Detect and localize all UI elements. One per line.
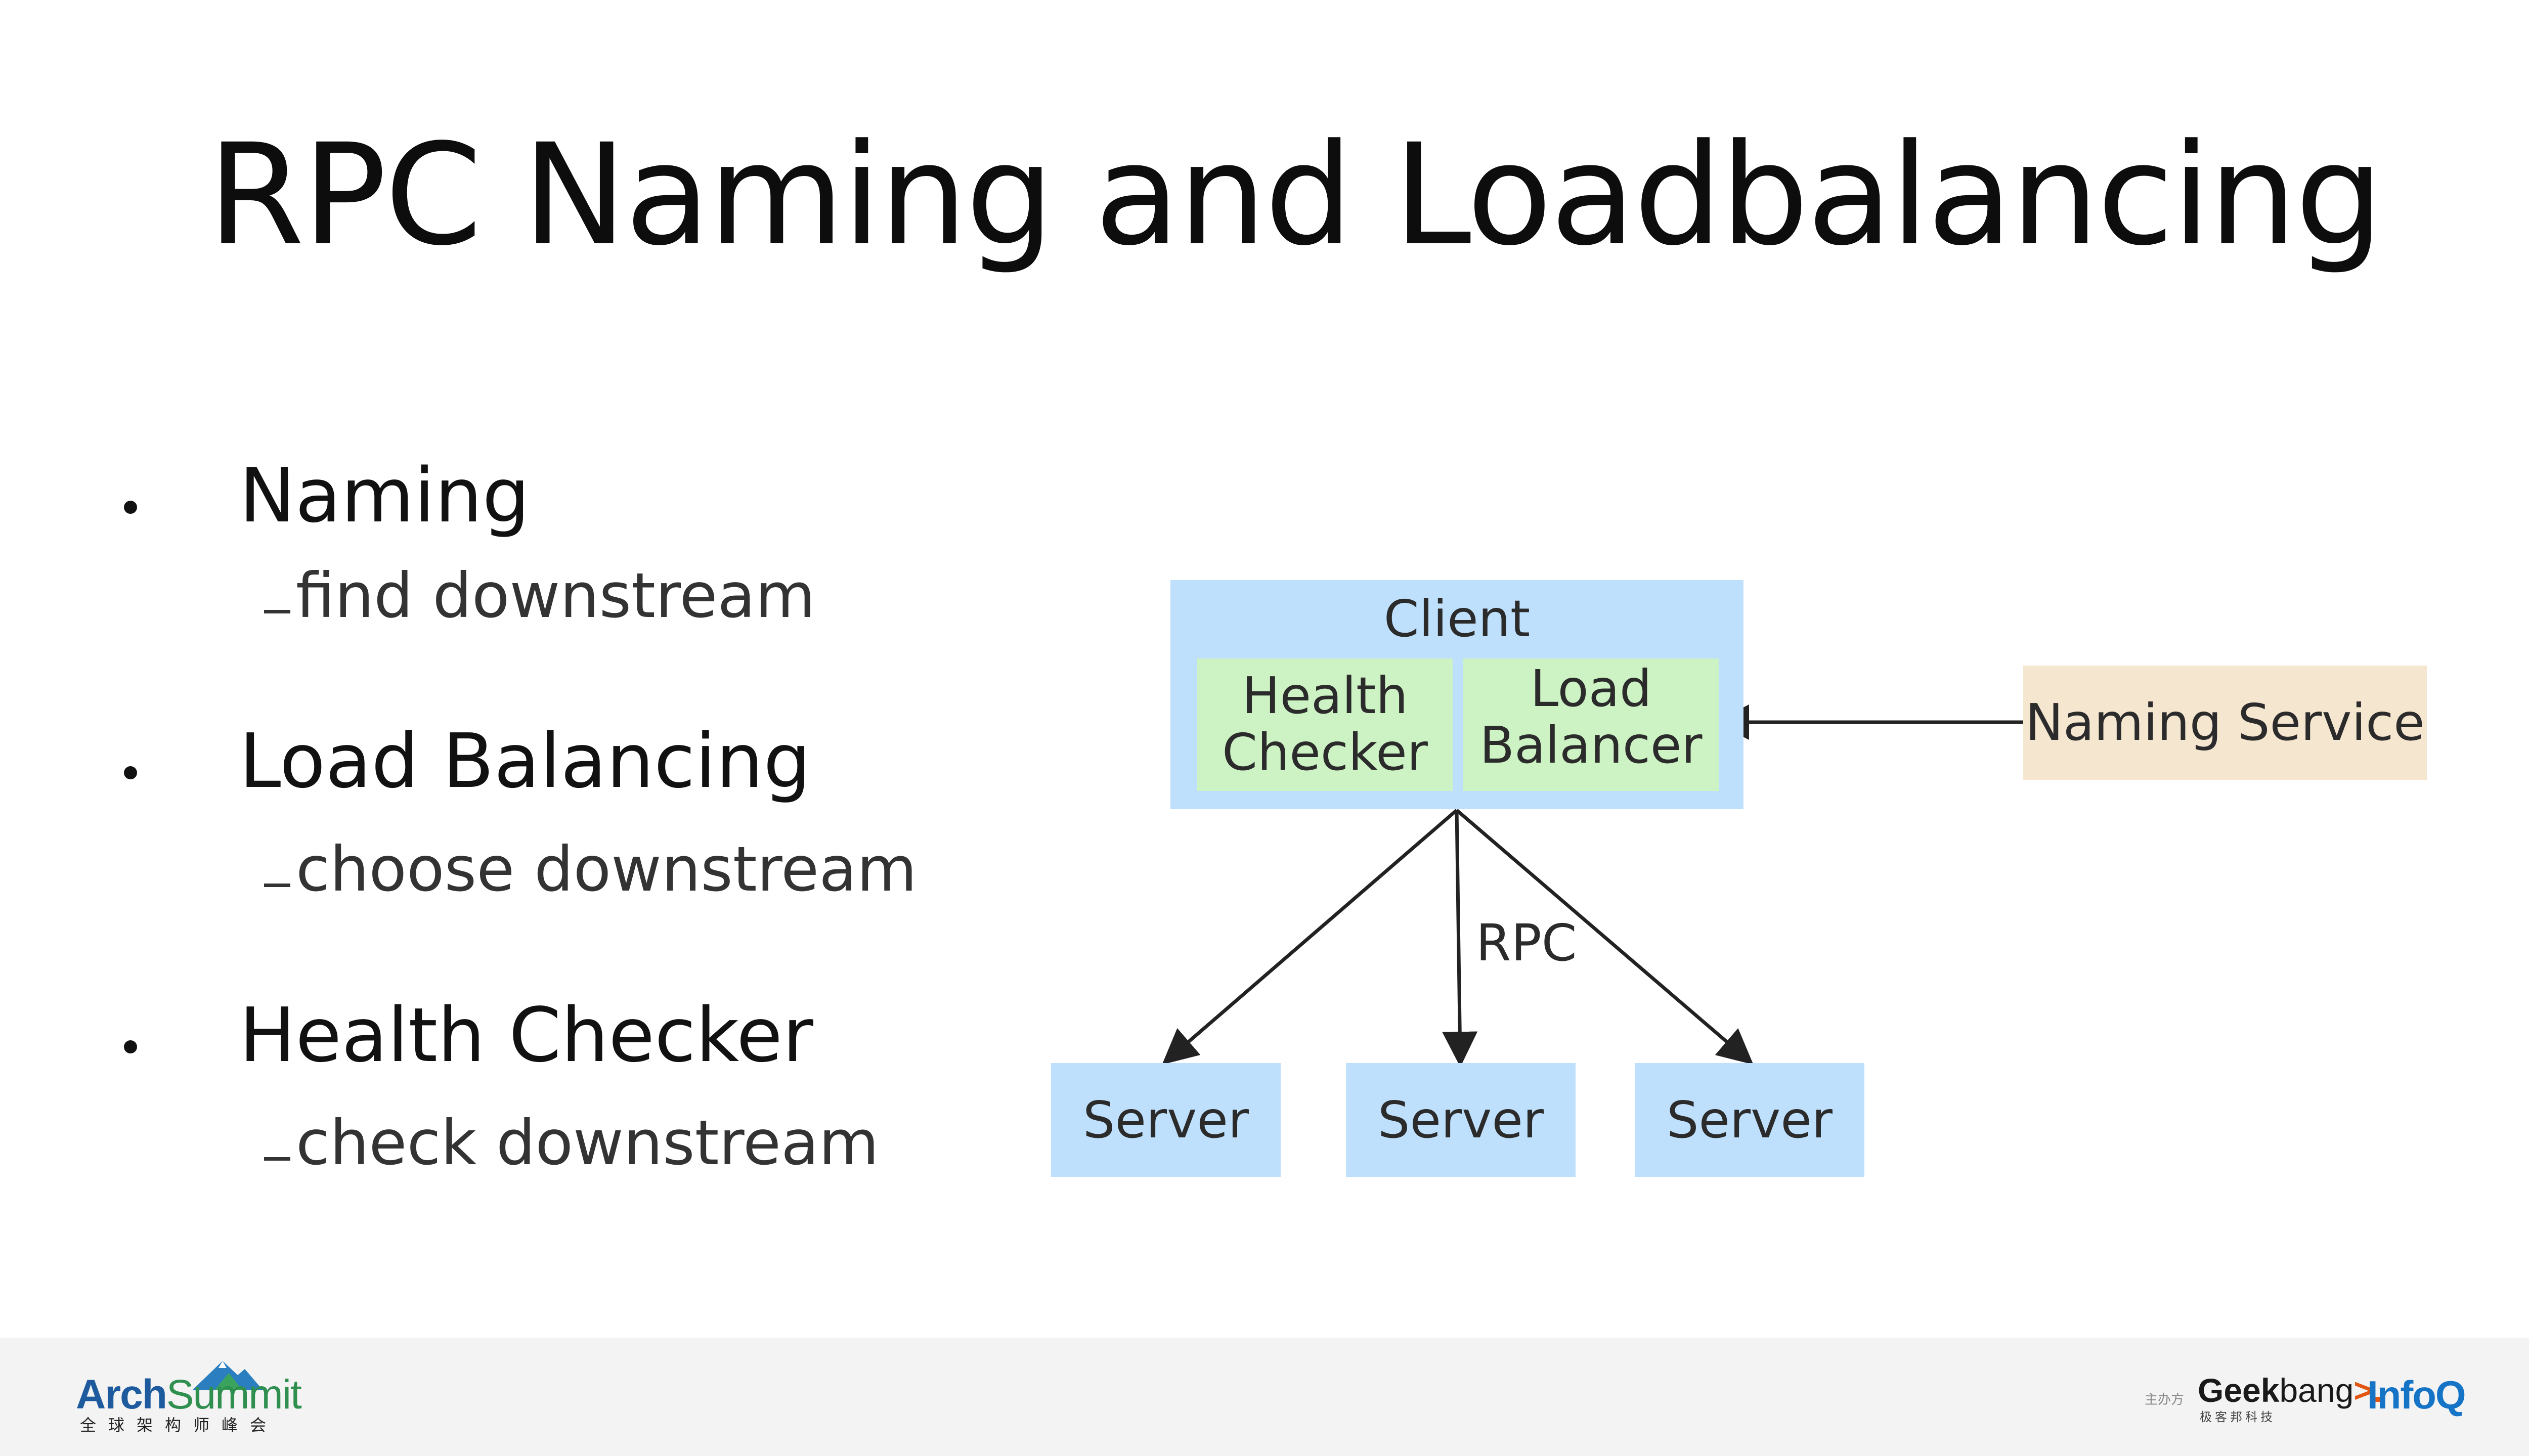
architecture-diagram: Client Health Checker Load Balancer Nami…	[1051, 580, 2427, 1177]
archsummit-tagline: 全球架构师峰会	[80, 1416, 279, 1435]
bullet-dot	[124, 766, 137, 779]
dash-marker	[264, 884, 290, 887]
health-checker-label: Health Checker	[1197, 668, 1453, 781]
bullet-item-load-balancing: Load Balancing choose downstream	[0, 0, 961, 905]
bullet-subtext: check downstream	[296, 1107, 879, 1179]
client-label: Client	[1383, 589, 1531, 648]
server-label: Server	[1667, 1090, 1833, 1150]
archsummit-summit: Summit	[166, 1372, 302, 1418]
geekbang-logo: Geekbang>. 极客邦科技	[2198, 1371, 2382, 1427]
server-label: Server	[1378, 1090, 1544, 1150]
server-node: Server	[1346, 1063, 1576, 1177]
dash-marker	[264, 1157, 290, 1161]
bullet-heading: Health Checker	[239, 992, 813, 1079]
bullet-item-naming: Naming find downstream	[0, 0, 961, 631]
edge-client-to-server-3	[1455, 809, 1754, 1065]
naming-service-label: Naming Service	[2025, 693, 2425, 752]
load-balancer-label: Load Balancer	[1463, 660, 1719, 774]
diagram-edges	[1162, 704, 2023, 1067]
edge-client-to-server-2	[1442, 810, 1478, 1067]
health-checker-label-line: Health	[1242, 666, 1408, 725]
bullet-subtext: find downstream	[296, 560, 816, 632]
sponsor-label: 主办方	[2145, 1392, 2185, 1407]
infoq-logo: InfoQ	[2367, 1373, 2466, 1417]
server-label: Server	[1083, 1090, 1249, 1150]
geekbang-bang: bang	[2279, 1372, 2354, 1409]
dash-marker	[264, 610, 290, 613]
health-checker-label-line: Checker	[1222, 723, 1428, 782]
bullet-heading: Load Balancing	[239, 718, 811, 805]
load-balancer-label-line: Load	[1530, 659, 1652, 718]
archsummit-wordmark: ArchSummit	[76, 1372, 302, 1418]
bullet-item-health-checker: Health Checker check downstream	[0, 0, 961, 1178]
edge-client-to-server-1	[1162, 809, 1458, 1065]
bullet-dot	[124, 501, 137, 514]
archsummit-logo: ArchSummit 全球架构师峰会	[76, 1358, 303, 1434]
server-node: Server	[1635, 1063, 1864, 1177]
footer-bar: ArchSummit 全球架构师峰会 主办方 Geekbang>. 极客邦科技 …	[0, 1338, 2529, 1456]
bullet-heading: Naming	[239, 452, 530, 539]
server-node: Server	[1051, 1063, 1281, 1177]
geekbang-arrow: >.	[2353, 1372, 2383, 1409]
naming-service-node: Naming Service	[2023, 666, 2427, 780]
load-balancer-label-line: Balancer	[1479, 716, 1703, 775]
load-balancer-node: Load Balancer	[1463, 658, 1719, 791]
archsummit-arch: Arch	[76, 1372, 167, 1418]
geekbang-wordmark: Geekbang>.	[2198, 1371, 2382, 1409]
geekbang-geek: Geek	[2198, 1372, 2280, 1409]
bullet-subtext: choose downstream	[296, 833, 917, 905]
mountain-icon	[192, 1361, 263, 1390]
slide-title: RPC Naming and Loadbalancing	[207, 114, 2383, 277]
bullet-list: Naming find downstream Load Balancing ch…	[0, 0, 961, 1214]
health-checker-node: Health Checker	[1197, 658, 1453, 791]
bullet-dot	[124, 1040, 137, 1053]
geekbang-tagline: 极客邦科技	[2200, 1410, 2276, 1424]
rpc-edge-label: RPC	[1476, 913, 1577, 973]
